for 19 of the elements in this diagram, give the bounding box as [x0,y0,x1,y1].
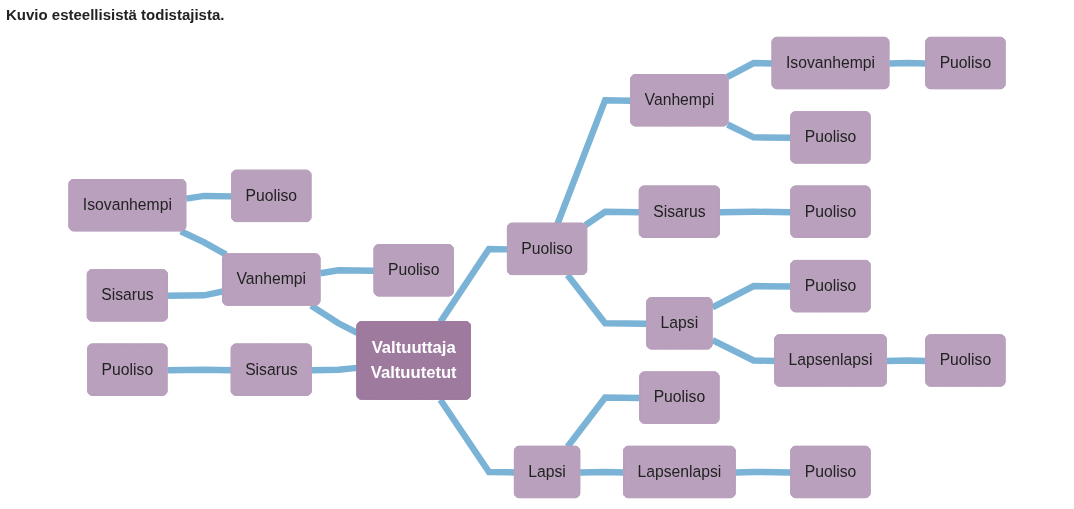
diagram-title: Kuvio esteellisistä todistajista. [6,6,225,23]
connector [719,208,792,216]
connector [726,121,792,142]
connector [735,468,792,476]
connector [167,288,224,300]
connector [311,364,358,374]
connector [167,366,232,374]
connector [179,228,228,258]
connector [580,468,625,476]
connector [185,192,233,202]
connector [726,59,773,80]
connector [711,337,776,365]
connector [319,267,375,277]
connector [886,357,927,365]
connector [583,208,640,228]
connector [565,273,648,327]
connector [889,59,927,67]
connector [711,282,792,311]
connector [554,96,632,225]
